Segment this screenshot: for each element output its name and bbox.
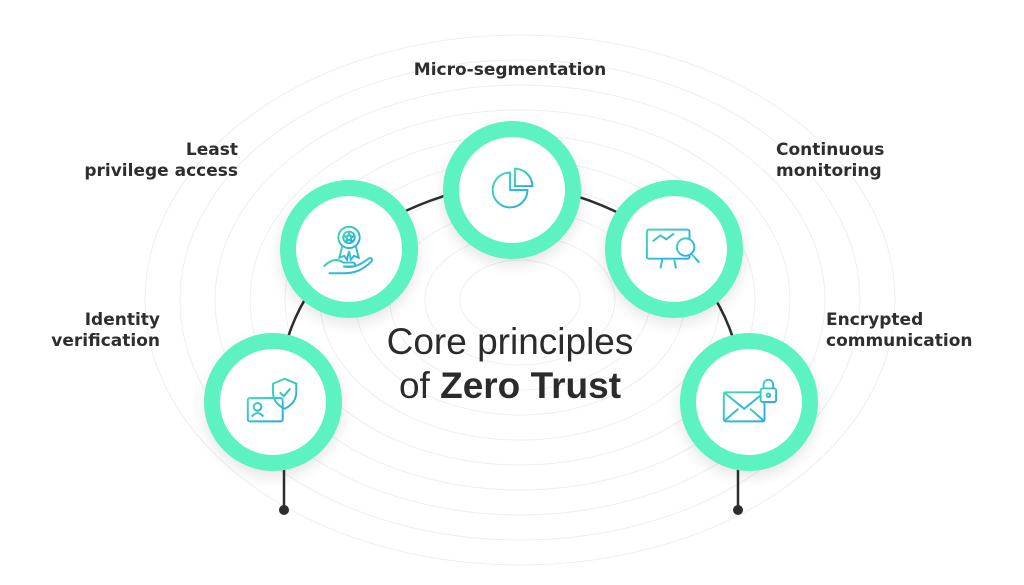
label-line: verification: [51, 331, 160, 351]
segmented-chart-icon: [488, 163, 536, 217]
label-line: Encrypted: [826, 310, 924, 330]
center-title: Core principles of Zero Trust: [300, 320, 720, 408]
award-hand-icon: [323, 225, 374, 275]
title-line-1: Core principles: [386, 321, 634, 362]
node-continuous-monitoring: [605, 180, 743, 318]
node-micro-segmentation: [443, 121, 581, 259]
label-line: communication: [826, 331, 973, 351]
label-identity-verification: Identity verification: [30, 310, 160, 352]
title-line-2: of Zero Trust: [300, 364, 720, 408]
node-least-privilege: [280, 180, 418, 318]
label-line: Continuous: [776, 140, 885, 160]
label-line: privilege access: [84, 161, 238, 181]
label-continuous-monitoring: Continuous monitoring: [776, 140, 926, 182]
contour-pattern: [144, 34, 896, 566]
arc-end-dot-right: [733, 505, 743, 515]
label-line: Identity: [84, 310, 160, 330]
label-encrypted-communication: Encrypted communication: [826, 310, 1006, 352]
title-prefix: of: [398, 365, 430, 406]
label-least-privilege: Least privilege access: [60, 140, 238, 182]
label-line: Micro-segmentation: [413, 60, 607, 80]
arc-end-dot-left: [279, 505, 289, 515]
title-bold: Zero Trust: [440, 365, 622, 406]
id-card-shield-icon: [246, 377, 298, 423]
label-line: monitoring: [776, 161, 882, 181]
monitor-magnifier-icon: [645, 228, 700, 270]
label-micro-segmentation: Micro-segmentation: [390, 60, 630, 81]
envelope-lock-icon: [722, 378, 778, 423]
label-line: Least: [185, 140, 238, 160]
